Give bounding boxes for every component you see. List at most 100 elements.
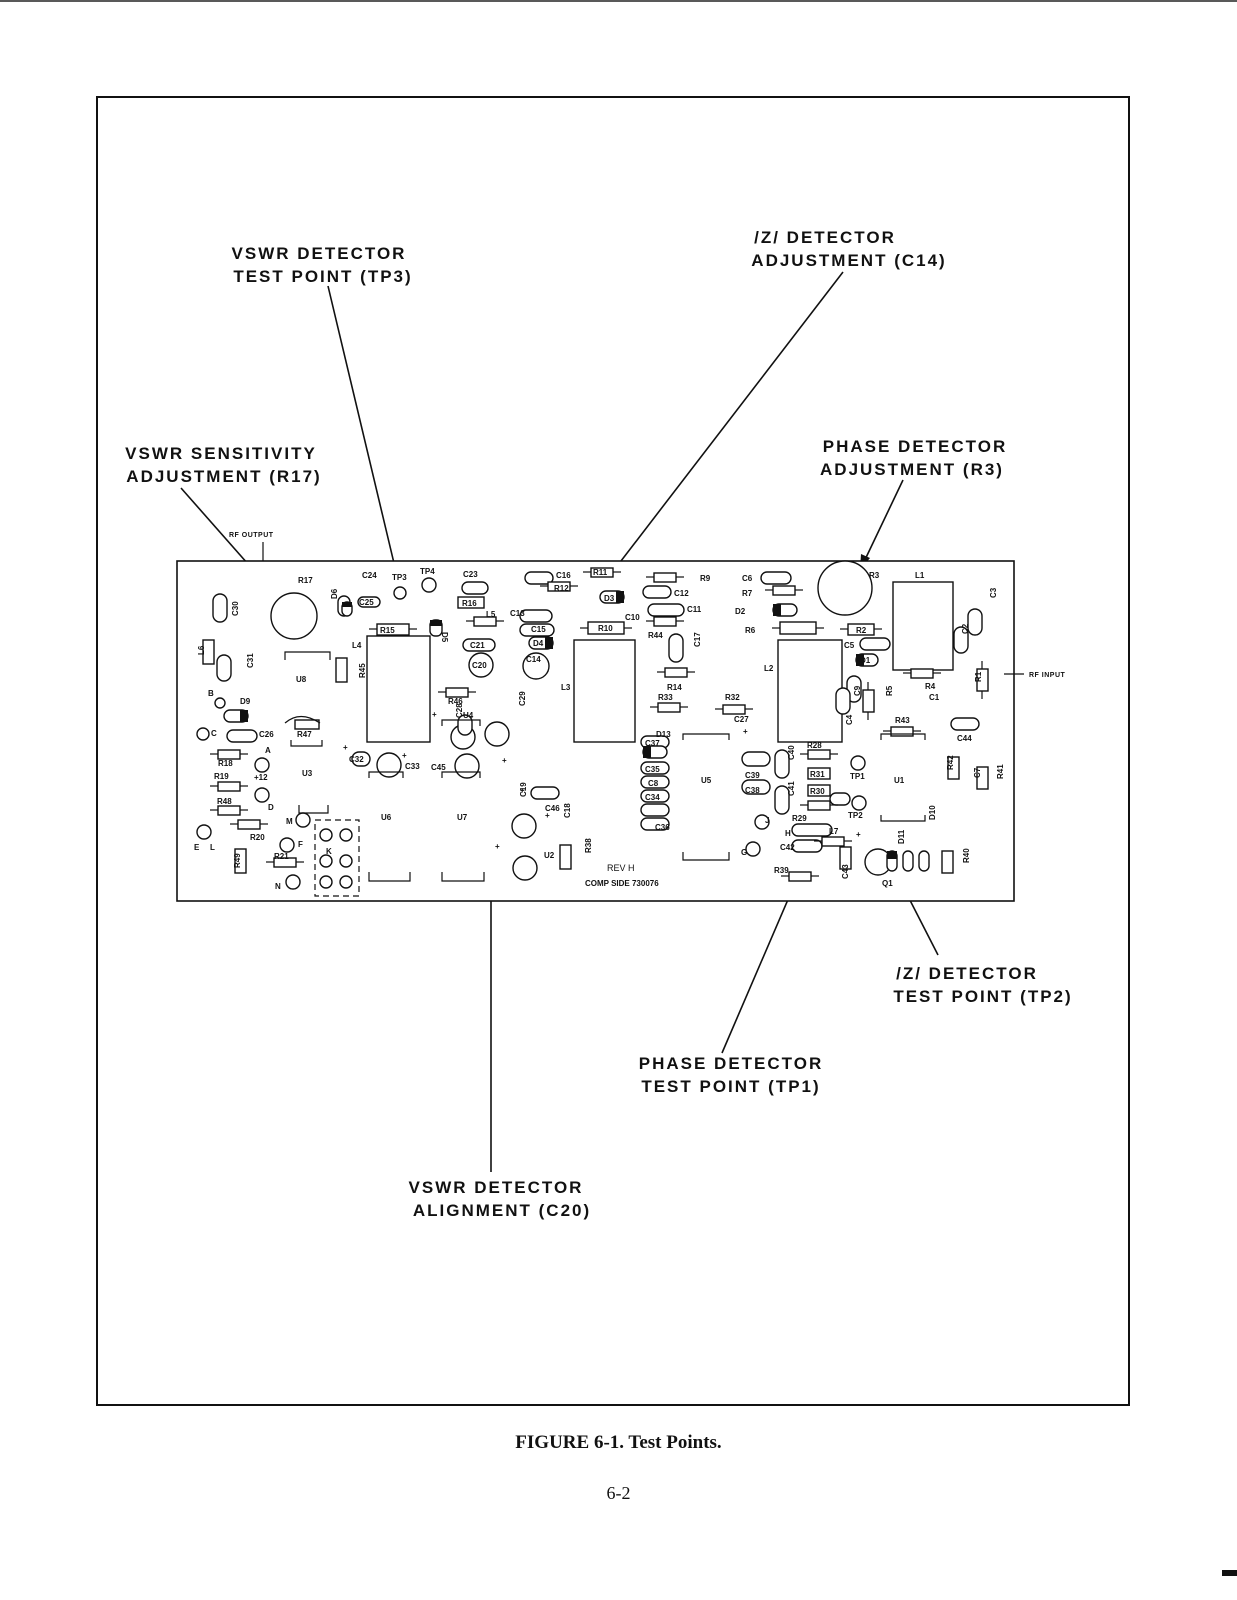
svg-text:F: F: [298, 840, 303, 849]
figure-frame: [96, 96, 1130, 1406]
svg-text:+: +: [402, 751, 407, 760]
svg-text:C28: C28: [455, 703, 464, 718]
svg-text:REV H: REV H: [607, 863, 635, 873]
svg-text:C5: C5: [844, 641, 855, 650]
svg-text:C36: C36: [655, 823, 670, 832]
svg-text:C44: C44: [957, 734, 972, 743]
svg-text:C24: C24: [362, 571, 377, 580]
svg-text:VSWR SENSITIVITY: VSWR SENSITIVITY: [125, 444, 317, 463]
svg-text:C10: C10: [625, 613, 640, 622]
svg-text:TEST POINT (TP1): TEST POINT (TP1): [641, 1077, 820, 1096]
svg-text:R16: R16: [462, 599, 477, 608]
svg-text:RF INPUT: RF INPUT: [1029, 672, 1066, 679]
svg-text:M: M: [286, 817, 293, 826]
svg-text:TP2: TP2: [848, 811, 863, 820]
svg-text:C32: C32: [349, 755, 364, 764]
svg-text:C41: C41: [787, 781, 796, 796]
svg-text:C17: C17: [693, 632, 702, 647]
svg-text:+: +: [502, 756, 507, 765]
svg-text:A: A: [265, 746, 271, 755]
svg-text:D9: D9: [240, 697, 251, 706]
svg-text:D10: D10: [928, 805, 937, 820]
svg-text:U1: U1: [894, 776, 905, 785]
svg-text:C43: C43: [841, 864, 850, 879]
svg-text:R28: R28: [807, 741, 822, 750]
svg-text:Q1: Q1: [882, 879, 893, 888]
svg-text:+: +: [856, 830, 861, 839]
callout-vswr-sensitivity-adjustment: VSWR SENSITIVITY ADJUSTMENT (R17): [125, 444, 320, 486]
svg-text:R39: R39: [774, 866, 789, 875]
svg-text:R10: R10: [598, 624, 613, 633]
svg-text:L3: L3: [561, 683, 571, 692]
svg-text:RF OUTPUT: RF OUTPUT: [229, 532, 274, 539]
svg-text:C8: C8: [648, 779, 659, 788]
svg-text:/Z/ DETECTOR: /Z/ DETECTOR: [896, 964, 1038, 983]
svg-text:C40: C40: [787, 745, 796, 760]
callout-z-detector-adjustment: /Z/ DETECTOR ADJUSTMENT (C14): [751, 228, 944, 270]
svg-text:C23: C23: [463, 570, 478, 579]
svg-text:D13: D13: [656, 730, 671, 739]
svg-text:R49: R49: [233, 853, 242, 868]
svg-text:L2: L2: [764, 664, 774, 673]
svg-text:TP4: TP4: [420, 567, 435, 576]
svg-text:R32: R32: [725, 693, 740, 702]
svg-text:D4: D4: [533, 639, 544, 648]
svg-text:C25: C25: [359, 598, 374, 607]
svg-text:ADJUSTMENT (R3): ADJUSTMENT (R3): [820, 460, 1004, 479]
svg-text:C1: C1: [929, 693, 940, 702]
svg-text:C37: C37: [645, 739, 660, 748]
svg-text:R46: R46: [448, 697, 463, 706]
svg-text:R19: R19: [214, 772, 229, 781]
svg-text:+: +: [495, 842, 500, 851]
svg-text:TP1: TP1: [850, 772, 865, 781]
svg-text:R3: R3: [869, 571, 880, 580]
svg-text:C13: C13: [510, 609, 525, 618]
svg-text:C14: C14: [526, 655, 541, 664]
svg-text:U2: U2: [544, 851, 555, 860]
svg-text:R17: R17: [298, 576, 313, 585]
svg-text:R1: R1: [974, 671, 983, 682]
svg-text:+: +: [432, 710, 437, 719]
svg-text:C19: C19: [519, 782, 528, 797]
svg-text:R12: R12: [554, 584, 569, 593]
svg-text:C: C: [211, 729, 217, 738]
svg-text:C9: C9: [853, 685, 862, 696]
svg-text:C30: C30: [231, 601, 240, 616]
svg-text:C46: C46: [545, 804, 560, 813]
svg-text:G: G: [741, 848, 747, 857]
svg-text:R21: R21: [274, 852, 289, 861]
callout-z-detector-test-point: /Z/ DETECTOR TEST POINT (TP2): [893, 964, 1070, 1006]
svg-text:C38: C38: [745, 786, 760, 795]
svg-text:ALIGNMENT (C20): ALIGNMENT (C20): [413, 1201, 591, 1220]
svg-text:R40: R40: [962, 848, 971, 863]
svg-text:C35: C35: [645, 765, 660, 774]
svg-text:R20: R20: [250, 833, 265, 842]
svg-text:R43: R43: [895, 716, 910, 725]
svg-text:VSWR DETECTOR: VSWR DETECTOR: [232, 244, 407, 263]
svg-text:C4: C4: [845, 714, 854, 725]
svg-text:U6: U6: [381, 813, 392, 822]
svg-text:U5: U5: [701, 776, 712, 785]
svg-text:C34: C34: [645, 793, 660, 802]
svg-text:C12: C12: [674, 589, 689, 598]
svg-text:C15: C15: [531, 625, 546, 634]
svg-text:R11: R11: [593, 568, 608, 577]
svg-text:R45: R45: [358, 663, 367, 678]
svg-text:L1: L1: [915, 571, 925, 580]
svg-text:C31: C31: [246, 653, 255, 668]
svg-text:U4: U4: [463, 711, 474, 720]
svg-text:U8: U8: [296, 675, 307, 684]
svg-text:U7: U7: [457, 813, 468, 822]
svg-text:D1: D1: [860, 656, 871, 665]
svg-text:D6: D6: [330, 588, 339, 599]
svg-text:R33: R33: [658, 693, 673, 702]
svg-text:TEST POINT (TP3): TEST POINT (TP3): [233, 267, 412, 286]
svg-text:L5: L5: [486, 610, 496, 619]
svg-text:D5: D5: [440, 632, 449, 643]
svg-text:PHASE DETECTOR: PHASE DETECTOR: [639, 1054, 824, 1073]
svg-text:C26: C26: [259, 730, 274, 739]
svg-text:D3: D3: [604, 594, 615, 603]
svg-text:R30: R30: [810, 787, 825, 796]
svg-text:U3: U3: [302, 769, 313, 778]
svg-text:PHASE DETECTOR: PHASE DETECTOR: [823, 437, 1008, 456]
